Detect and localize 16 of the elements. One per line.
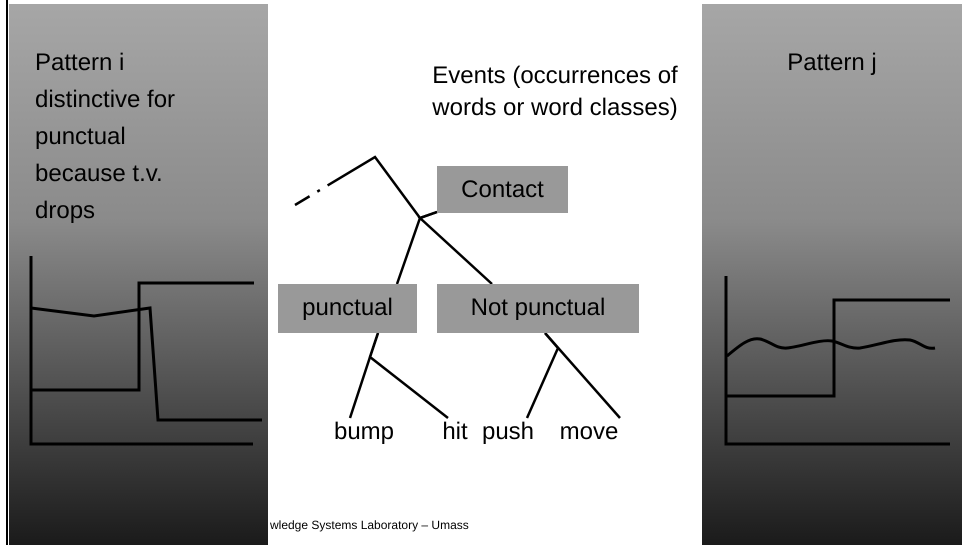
leaf-word: move xyxy=(544,418,634,448)
footer-text: wledge Systems Laboratory – Umass xyxy=(270,517,469,533)
tree-branch-line xyxy=(544,332,621,419)
leaf-word: push xyxy=(475,418,541,448)
tree-branch-line xyxy=(368,332,449,419)
category-label: punctual xyxy=(278,284,417,333)
pattern-description: Pattern j xyxy=(786,48,878,78)
heading-text: Events (occurrences of words or word classes) xyxy=(431,61,679,123)
category-label: Not punctual xyxy=(437,284,639,333)
leaf-word: bump xyxy=(326,418,402,448)
category-label: Contact xyxy=(437,166,568,213)
tree-branch-line xyxy=(418,210,493,285)
pattern-panel xyxy=(702,4,962,545)
leaf-word: hit xyxy=(436,418,474,448)
pattern-panel xyxy=(9,4,268,545)
pattern-description: Pattern i distinctive for punctual because t.v. drops xyxy=(35,48,176,226)
